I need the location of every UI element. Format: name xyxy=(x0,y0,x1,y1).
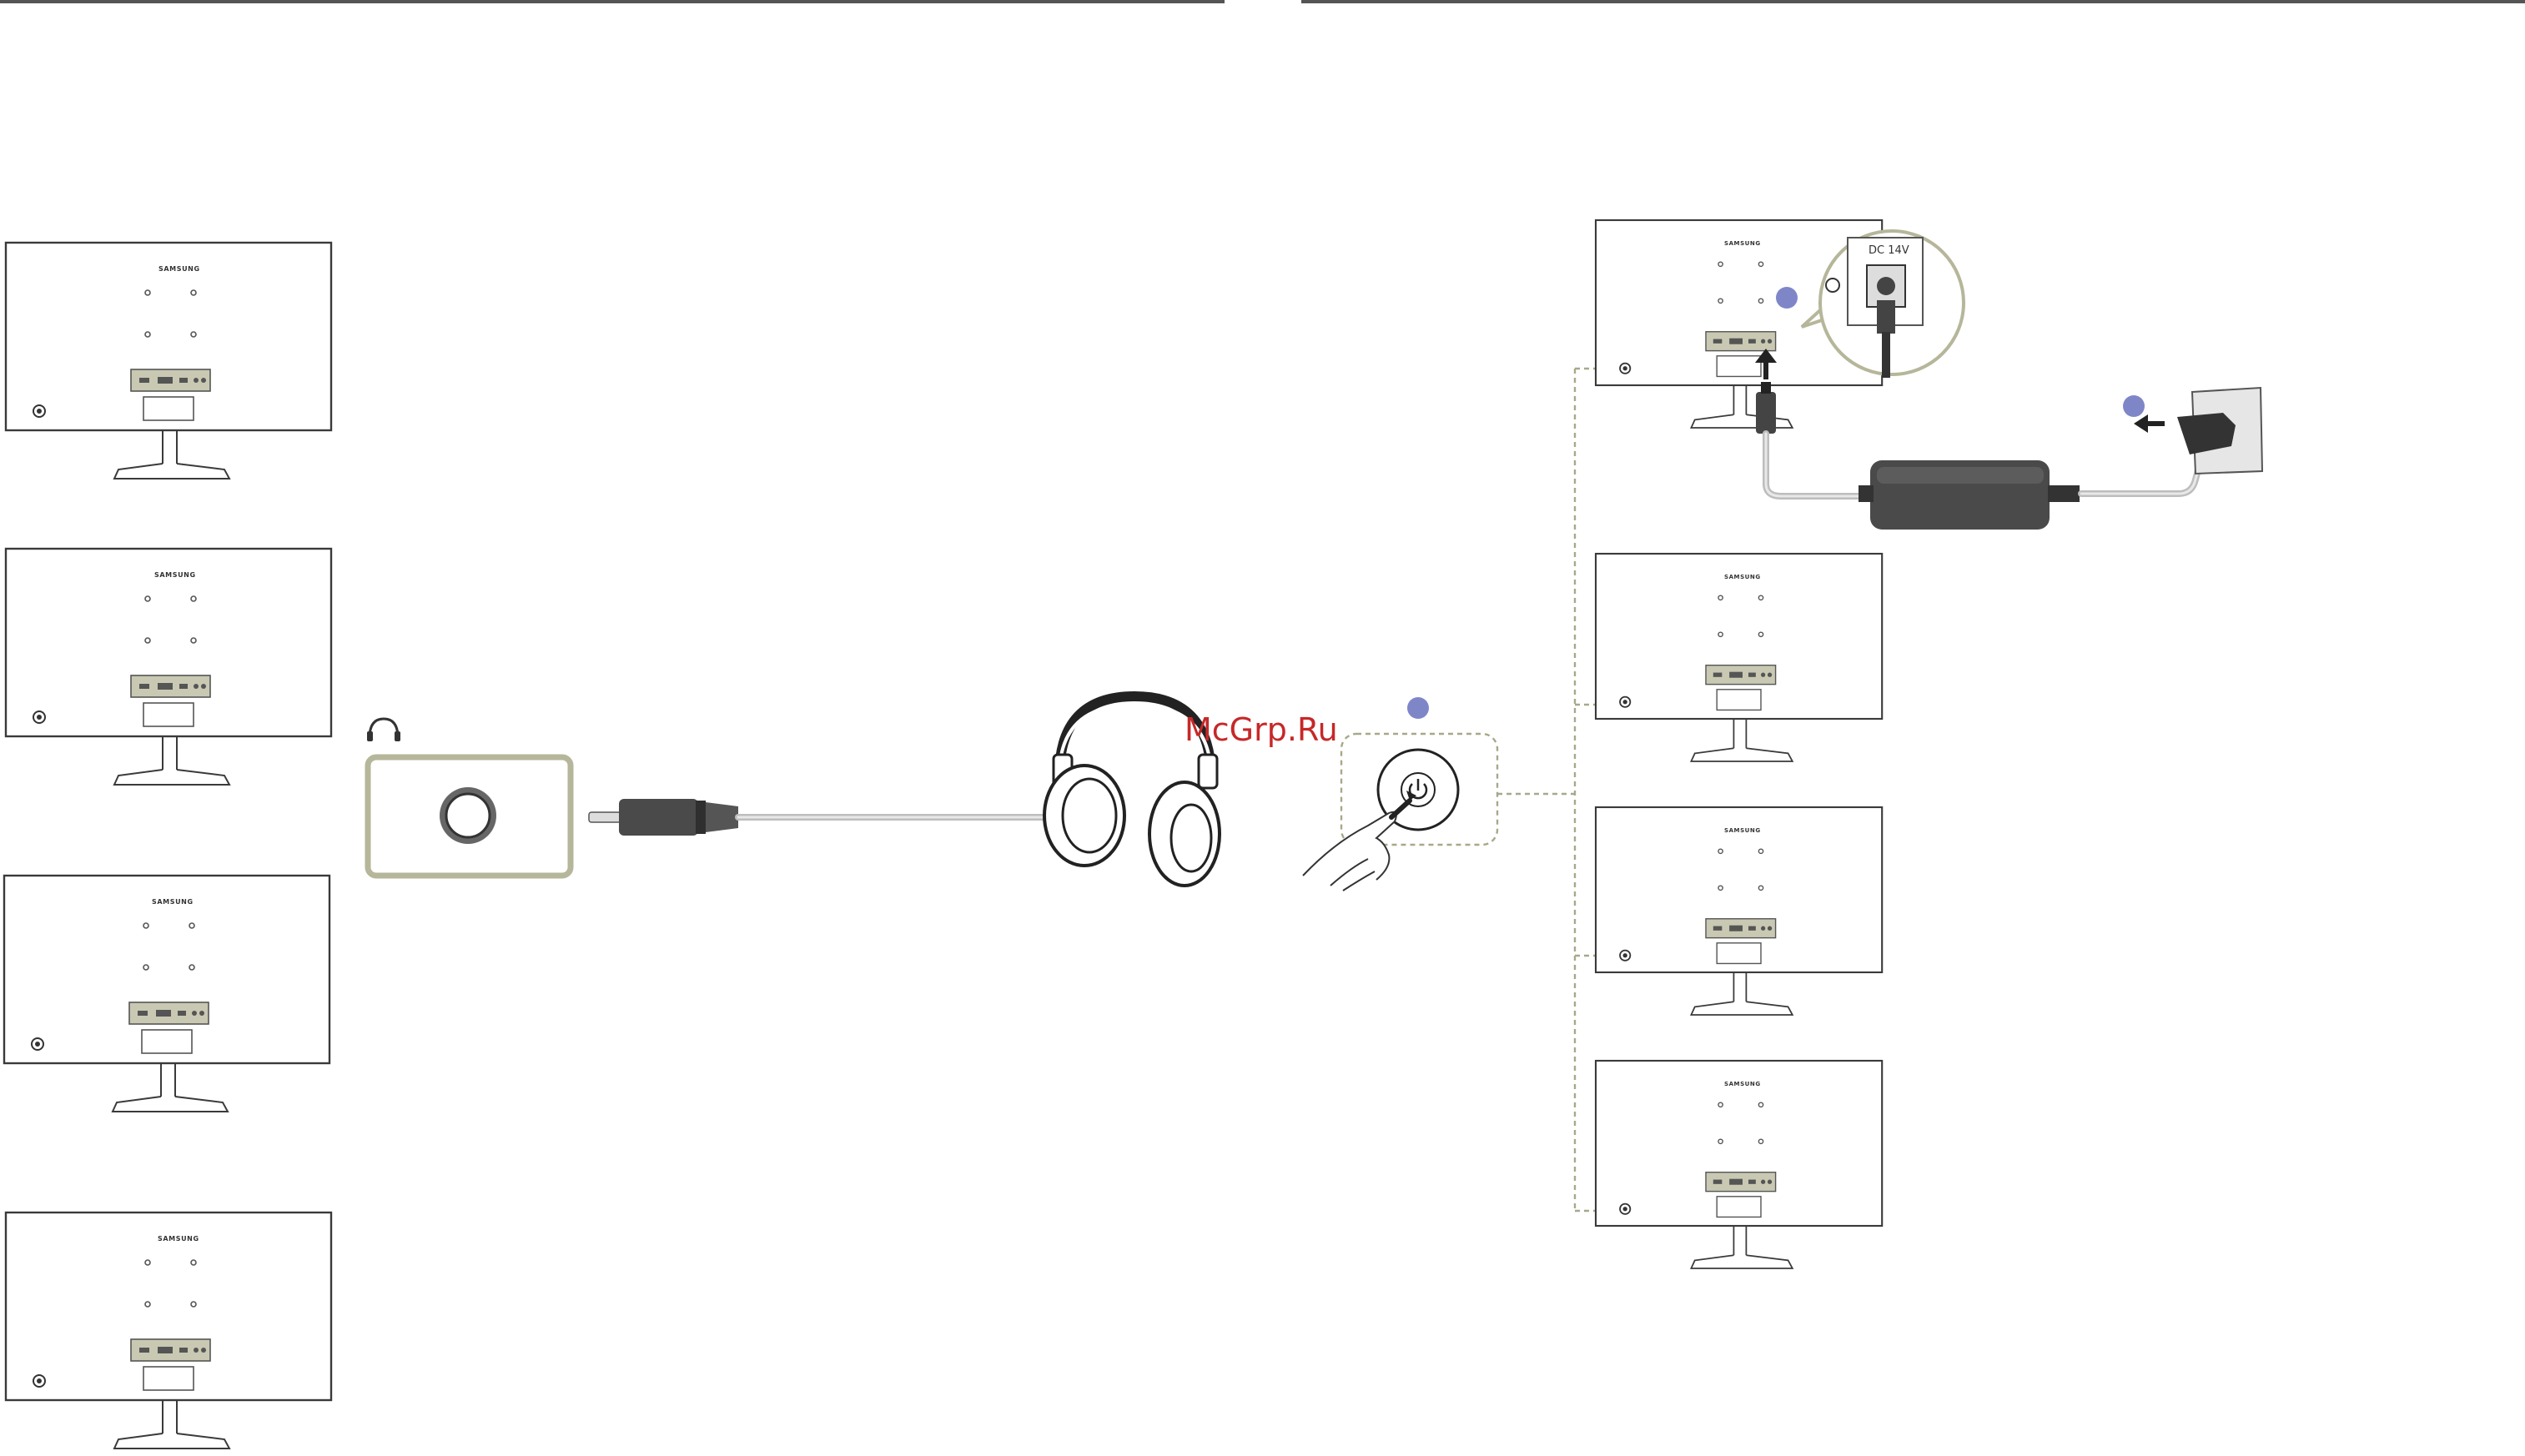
wall-socket xyxy=(2134,388,2262,474)
dc-input-label: DC 14V xyxy=(1869,244,1909,257)
monitor-left-3: SAMSUNG xyxy=(4,876,329,1112)
monitor-brand-label: SAMSUNG xyxy=(158,265,200,273)
top-rule-right xyxy=(1301,0,2525,3)
dc-cable xyxy=(1766,434,1869,496)
step-marker xyxy=(1776,287,1798,309)
headphones-icon xyxy=(367,719,400,741)
step-marker xyxy=(1407,697,1429,719)
monitor-brand-label: SAMSUNG xyxy=(1724,239,1761,247)
step-marker xyxy=(2123,395,2145,417)
monitor-brand-label: SAMSUNG xyxy=(1724,1080,1761,1087)
monitor-brand-label: SAMSUNG xyxy=(152,898,194,906)
headphone-jack-panel xyxy=(368,757,571,876)
power-adapter xyxy=(1859,460,2080,530)
monitor-brand-label: SAMSUNG xyxy=(1724,573,1761,580)
monitor-brand-label: SAMSUNG xyxy=(158,1235,199,1243)
monitor-right-3: SAMSUNG xyxy=(1596,807,1882,1015)
monitor-left-4: SAMSUNG xyxy=(6,1212,331,1448)
ac-cable xyxy=(2081,454,2202,494)
monitor-brand-label: SAMSUNG xyxy=(1724,826,1761,834)
monitor-left-2: SAMSUNG xyxy=(6,549,331,785)
dc-plug-arrow xyxy=(1755,349,1777,434)
audio-plug xyxy=(589,799,738,836)
monitor-right-2: SAMSUNG xyxy=(1596,554,1882,761)
monitor-left-1: SAMSUNG xyxy=(6,243,331,479)
monitor-right-4: SAMSUNG xyxy=(1596,1061,1882,1268)
top-rule-left xyxy=(0,0,1225,3)
monitor-brand-label: SAMSUNG xyxy=(154,571,196,579)
watermark: McGrp.Ru xyxy=(1185,711,1338,748)
